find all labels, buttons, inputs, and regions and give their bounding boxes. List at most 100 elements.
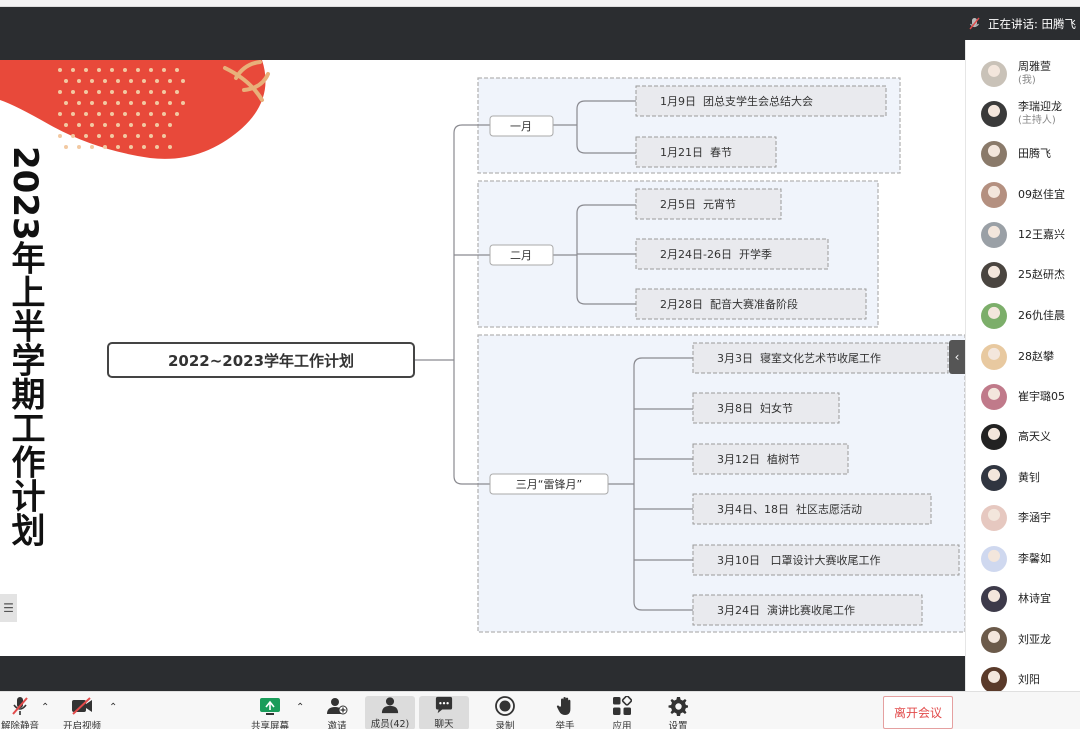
- participant-name: 黄钊: [1018, 471, 1040, 484]
- event-box-feb-2: 2月24日-26日 开学季: [635, 238, 829, 270]
- participant-item[interactable]: 李馨如: [981, 546, 1080, 572]
- participant-name: 09赵佳宜: [1018, 188, 1065, 201]
- record-button[interactable]: 录制: [493, 696, 517, 729]
- share-screen-icon: [260, 698, 280, 715]
- participant-item[interactable]: 12王嘉兴: [981, 222, 1080, 248]
- participant-name: 李涵宇: [1018, 511, 1051, 524]
- avatar: [981, 222, 1007, 248]
- event-label: 1月9日 团总支学生会总结大会: [660, 94, 813, 108]
- apps-icon: [613, 696, 632, 715]
- participant-item[interactable]: 26仇佳晨: [981, 303, 1080, 329]
- unmute-button[interactable]: 解除静音: [0, 696, 40, 729]
- avatar: [981, 182, 1007, 208]
- event-box-jan-2: 1月21日 春节: [635, 136, 777, 168]
- share-screen-button[interactable]: 共享屏幕: [249, 696, 291, 729]
- chevron-left-icon: ‹: [954, 350, 960, 364]
- event-box-mar-5: 3月10日 口罩设计大赛收尾工作: [692, 544, 960, 576]
- participant-name: 李瑞迎龙: [1018, 100, 1062, 113]
- leave-meeting-button[interactable]: 离开会议: [883, 696, 953, 729]
- participant-item[interactable]: 林诗宜: [981, 586, 1080, 612]
- chat-button[interactable]: 聊天: [419, 696, 469, 729]
- participant-item[interactable]: 09赵佳宜: [981, 182, 1080, 208]
- event-label: 3月3日 寝室文化艺术节收尾工作: [717, 351, 881, 365]
- participant-item[interactable]: 李瑞迎龙 (主持人): [981, 100, 1080, 128]
- event-box-mar-1: 3月3日 寝室文化艺术节收尾工作: [692, 342, 949, 374]
- participants-panel: 周雅萱(我) 李瑞迎龙 (主持人) 田腾飞 09赵佳宜 12王嘉兴 25赵研杰 26仇佳晨 28…: [965, 40, 1080, 691]
- participant-item[interactable]: 李涵宇: [981, 505, 1080, 531]
- participant-item[interactable]: 高天义: [981, 424, 1080, 450]
- event-label: 2月28日 配音大赛准备阶段: [660, 297, 798, 311]
- event-box-mar-2: 3月8日 妇女节: [692, 392, 840, 424]
- root-node: 2022~2023学年工作计划: [168, 352, 354, 370]
- participant-item[interactable]: 周雅萱(我): [981, 60, 1080, 88]
- event-box-feb-1: 2月5日 元宵节: [635, 188, 782, 220]
- speaking-indicator: 正在讲话: 田腾飞: [965, 7, 1080, 40]
- event-label: 3月24日 演讲比赛收尾工作: [717, 603, 855, 617]
- avatar: [981, 424, 1007, 450]
- add-user-icon: [327, 698, 348, 715]
- avatar: [981, 141, 1007, 167]
- invite-label: 邀请: [327, 721, 347, 729]
- participant-item[interactable]: 刘亚龙: [981, 627, 1080, 653]
- participant-item[interactable]: 崔宇璐05: [981, 384, 1080, 410]
- avatar: [981, 384, 1007, 410]
- avatar: [981, 667, 1007, 691]
- avatar: [981, 546, 1007, 572]
- event-box-mar-6: 3月24日 演讲比赛收尾工作: [692, 594, 923, 626]
- share-bottom-bar: [0, 656, 965, 691]
- event-box-feb-3: 2月28日 配音大赛准备阶段: [635, 288, 867, 320]
- share-screen-label: 共享屏幕: [250, 721, 289, 729]
- settings-button[interactable]: 设置: [666, 696, 690, 729]
- participant-name: 田腾飞: [1018, 147, 1051, 160]
- participant-item[interactable]: 黄钊: [981, 465, 1080, 491]
- avatar: [981, 262, 1007, 288]
- start-video-button[interactable]: 开启视频: [60, 696, 104, 729]
- record-icon: [495, 696, 515, 716]
- participant-item[interactable]: 28赵攀: [981, 344, 1080, 370]
- share-options-caret[interactable]: ⌃: [296, 702, 305, 713]
- unmute-label: 解除静音: [0, 721, 39, 729]
- video-options-caret[interactable]: ⌃: [109, 702, 118, 713]
- participant-item[interactable]: 刘阳: [981, 667, 1080, 691]
- top-bar: [0, 7, 965, 60]
- month-node-march: 三月“雷锋月”: [516, 478, 582, 491]
- raise-hand-button[interactable]: 举手: [553, 696, 577, 729]
- vertical-slide-title: 2023年上半学期工作计划: [5, 146, 45, 547]
- start-video-label: 开启视频: [62, 721, 101, 729]
- participant-name: 李馨如: [1018, 552, 1051, 565]
- hand-icon: [556, 697, 571, 715]
- apps-button[interactable]: 应用: [610, 696, 634, 729]
- chat-label: 聊天: [434, 719, 454, 729]
- participant-item[interactable]: 25赵研杰: [981, 262, 1080, 288]
- participant-name: 刘亚龙: [1018, 633, 1051, 646]
- invite-button[interactable]: 邀请: [322, 696, 352, 729]
- members-button[interactable]: 成员(42): [365, 696, 415, 729]
- participant-name: 26仇佳晨: [1018, 309, 1065, 322]
- participant-name: 周雅萱: [1018, 60, 1051, 73]
- participant-name: 28赵攀: [1018, 350, 1054, 363]
- collapse-panel-button[interactable]: ‹: [949, 340, 965, 374]
- participant-name: 崔宇璐05: [1018, 390, 1065, 403]
- avatar: [981, 61, 1007, 87]
- connector-lines: [414, 100, 693, 611]
- mind-map: 2022~2023学年工作计划 一月 二月 三月“雷锋月” 1月9日 团总支学生…: [107, 77, 965, 633]
- participant-name: 25赵研杰: [1018, 268, 1065, 281]
- event-label: 3月10日 口罩设计大赛收尾工作: [717, 553, 881, 567]
- event-label: 3月8日 妇女节: [717, 401, 793, 415]
- avatar: [981, 586, 1007, 612]
- event-box-jan-1: 1月9日 团总支学生会总结大会: [635, 85, 887, 117]
- slide-menu-button[interactable]: ☰: [0, 594, 17, 622]
- window-top-strip: [0, 0, 1080, 7]
- event-label: 2月24日-26日 开学季: [660, 247, 772, 261]
- audio-options-caret[interactable]: ⌃: [41, 702, 50, 713]
- event-label: 3月4日、18日 社区志愿活动: [717, 502, 862, 516]
- chat-icon: [435, 696, 453, 714]
- shared-screen: 2023年上半学期工作计划: [0, 60, 965, 656]
- raise-hand-label: 举手: [555, 721, 575, 729]
- participant-item[interactable]: 田腾飞: [981, 141, 1080, 167]
- avatar: [981, 303, 1007, 329]
- participant-role: (主持人): [1018, 115, 1056, 126]
- avatar: [981, 465, 1007, 491]
- participant-name: 12王嘉兴: [1018, 228, 1065, 241]
